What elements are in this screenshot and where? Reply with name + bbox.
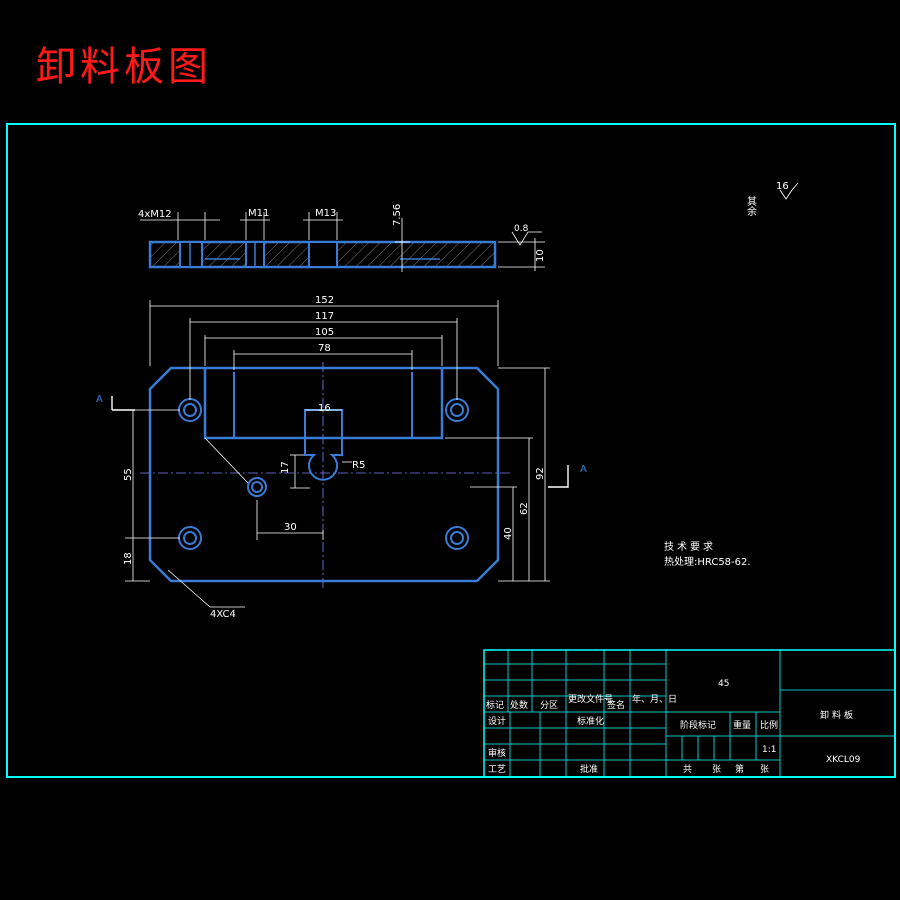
label-chamfer: 4XC4: [210, 609, 236, 620]
tb-label-gongyi: 工艺: [488, 764, 506, 775]
tb-scale: 1:1: [762, 745, 776, 755]
drawing-frame: [6, 123, 896, 778]
dim-18: 18: [123, 552, 134, 565]
roughness-label: 其余: [745, 196, 757, 217]
hole-bottom-right: [445, 526, 469, 550]
tb-label-wenjian: 更改文件号: [568, 693, 613, 705]
page-title: 卸料板图: [36, 44, 212, 90]
dim-16: 16: [318, 403, 331, 414]
tech-requirements: 技术要求 热处理:HRC58-62.: [664, 540, 751, 568]
section-mark-right: A: [580, 464, 587, 475]
hole-top-right: [445, 398, 469, 422]
roughness-symbol: [779, 182, 799, 200]
dim-105: 105: [315, 327, 334, 338]
tech-heading: 技术要求: [664, 540, 716, 553]
tb-label-pizhun: 批准: [580, 763, 598, 775]
label-m13: M13: [315, 208, 336, 219]
dim-17: 17: [280, 461, 291, 474]
plate-outline: [148, 366, 500, 583]
dim-55: 55: [123, 468, 134, 481]
tb-label-shenhe: 审核: [488, 747, 506, 759]
dim-62: 62: [519, 502, 530, 515]
label-roughness-08: 0.8: [514, 224, 529, 234]
tb-label-fenqu: 分区: [540, 700, 558, 711]
tb-drawing-no: XKCL09: [826, 755, 861, 765]
tb-part-name: 卸料板: [820, 709, 856, 721]
section-view: 4xM12 M11 M13 7.56 0.8 10: [138, 204, 546, 272]
tb-label-nianyueri: 年、月、日: [632, 693, 677, 705]
label-m11: M11: [248, 208, 269, 219]
dim-152: 152: [315, 295, 334, 306]
dim-30: 30: [284, 522, 297, 533]
dim-40: 40: [503, 527, 514, 540]
tb-label-zhongliang: 重量: [733, 719, 751, 731]
tech-line-1: 热处理:HRC58-62.: [664, 555, 751, 568]
tb-label-qianming: 签名: [607, 699, 625, 711]
hole-middle: [247, 477, 267, 497]
tb-label-di: 第: [735, 763, 744, 775]
hole-bottom-left: [178, 526, 202, 550]
tb-label-bili: 比例: [760, 719, 778, 731]
tb-label-chushu: 处数: [510, 699, 528, 711]
tb-label-biaozhunhua: 标准化: [577, 715, 604, 727]
section-hole-m12-left: [179, 241, 203, 268]
roughness-value: 16: [776, 181, 789, 192]
hole-top-left: [178, 398, 202, 422]
dim-78: 78: [318, 343, 331, 354]
tb-label-jieduan: 阶段标记: [680, 719, 716, 731]
section-hole-m13: [308, 241, 338, 268]
plan-view: 152 117 105 78 16 17 R5 55 18 30 92 62 4…: [96, 295, 587, 620]
tb-label-zhang1: 张: [712, 764, 721, 775]
section-mark-left: A: [96, 394, 103, 405]
tb-label-sheji: 设计: [488, 715, 506, 727]
tb-label-zhang2: 张: [760, 764, 769, 775]
pocket-outline: [203, 368, 444, 440]
tb-material: 45: [718, 679, 729, 689]
dim-r5: R5: [352, 460, 365, 471]
dim-92: 92: [535, 467, 546, 480]
tb-label-gong: 共: [683, 764, 692, 775]
label-depth-756: 7.56: [392, 204, 403, 226]
label-thickness-10: 10: [535, 249, 546, 262]
tb-label-biaoji: 标记: [486, 699, 504, 711]
roughness-note: 其余 16: [745, 181, 799, 217]
title-block: 标记 处数 分区 更改文件号 签名 年、月、日 设计 标准化 阶段标记 重量 比…: [483, 649, 896, 778]
label-4xm12: 4xM12: [138, 209, 172, 220]
keyhole-slot: [304, 409, 343, 481]
dim-117: 117: [315, 311, 334, 322]
